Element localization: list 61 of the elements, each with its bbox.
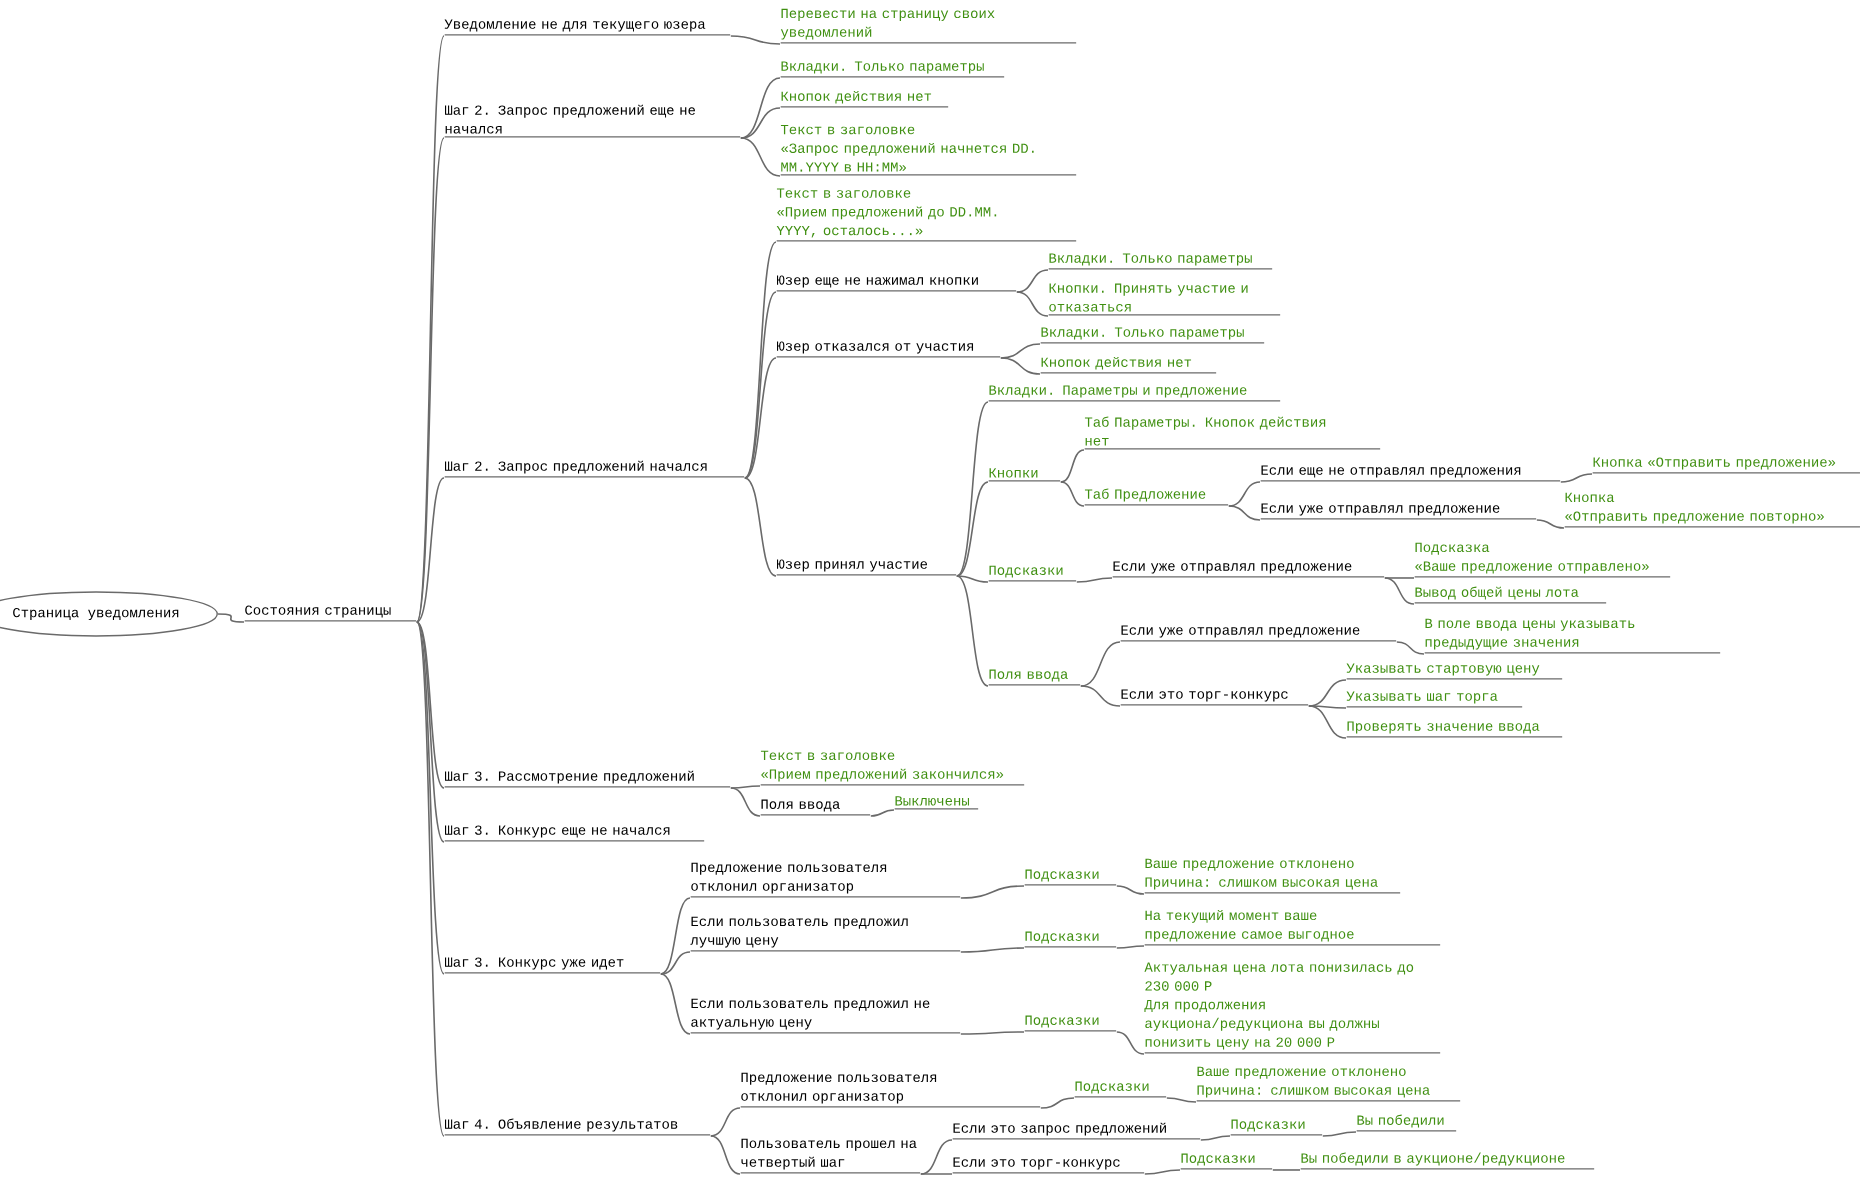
branch-line — [730, 35, 781, 45]
branch-line — [730, 785, 761, 789]
branch-line — [1536, 519, 1565, 529]
branch-line — [1166, 1097, 1197, 1103]
branch-line — [956, 575, 989, 583]
branch-line — [920, 1139, 953, 1175]
branch-line — [1200, 1135, 1231, 1141]
branch-line — [956, 575, 989, 687]
branch-line — [956, 401, 989, 577]
branch-line — [1000, 343, 1041, 359]
branch-line — [744, 241, 777, 479]
branch-line — [1322, 1131, 1357, 1137]
branch-line — [1040, 1097, 1075, 1109]
branch-line — [1016, 291, 1049, 317]
branch-line — [217, 613, 245, 623]
branch-line — [710, 1107, 741, 1137]
branch-line — [416, 35, 445, 623]
branch-line — [1560, 473, 1593, 483]
branch-line — [1384, 577, 1415, 605]
branch-line — [960, 885, 1025, 899]
branch-line — [416, 477, 445, 623]
branch-line — [1308, 679, 1347, 707]
branch-line — [416, 621, 445, 843]
branch-line — [416, 621, 445, 975]
branch-line — [920, 1173, 953, 1175]
branch-line — [956, 481, 989, 577]
branch-line — [1272, 1169, 1301, 1171]
branch-line — [1228, 481, 1261, 507]
branch-line — [660, 897, 691, 975]
branch-line — [1060, 449, 1085, 483]
branch-line — [1396, 641, 1425, 655]
branch-line — [1080, 685, 1121, 707]
branch-line — [1080, 641, 1121, 687]
branch-line — [416, 621, 445, 1137]
branch-line — [870, 809, 895, 817]
branch-line — [744, 291, 777, 479]
branch-line — [730, 787, 761, 817]
branch-line — [1000, 357, 1041, 375]
branch-line — [740, 137, 781, 177]
branch-line — [416, 621, 445, 789]
branch-line — [1228, 505, 1261, 521]
branch-line — [1308, 705, 1347, 709]
branch-line — [960, 1031, 1025, 1035]
branch-line — [1116, 1031, 1145, 1055]
branch-line — [660, 951, 691, 975]
branch-line — [416, 137, 445, 623]
branch-line — [960, 947, 1025, 953]
branch-line — [1384, 577, 1415, 579]
branch-line — [740, 107, 781, 139]
branch-line — [1076, 577, 1113, 583]
branch-line — [1116, 885, 1145, 895]
branch-line — [1116, 945, 1145, 949]
branch-line — [1016, 269, 1049, 293]
branch-line — [660, 973, 691, 1035]
branch-line — [1144, 1169, 1181, 1175]
branch-line — [710, 1135, 741, 1175]
branch-line — [1060, 481, 1085, 507]
branch-line — [740, 77, 781, 139]
branch-line — [744, 477, 777, 577]
branch-line — [1308, 705, 1347, 739]
branch-line — [744, 357, 777, 479]
